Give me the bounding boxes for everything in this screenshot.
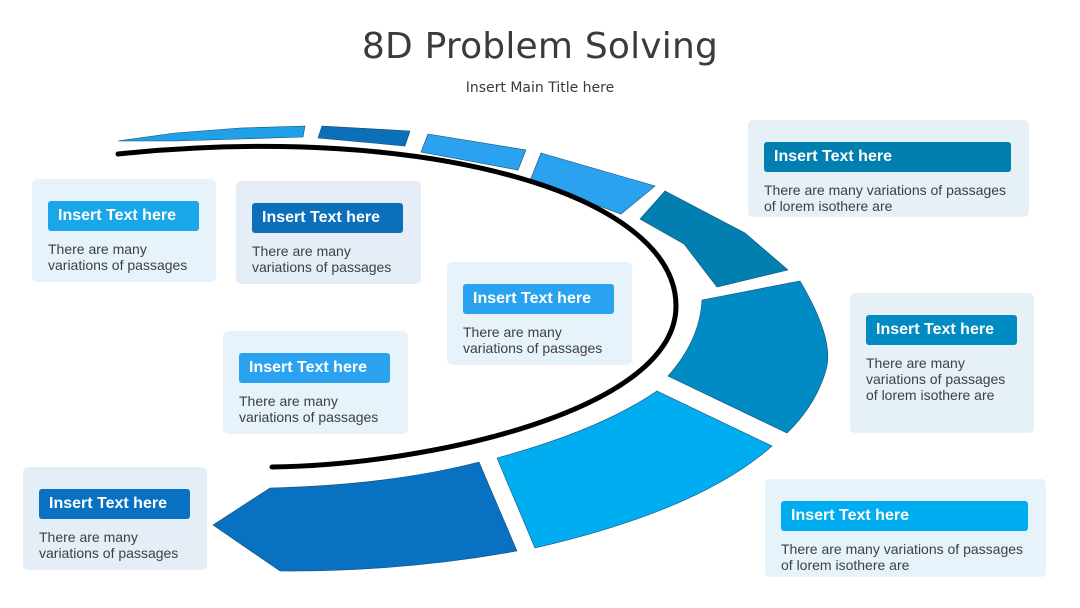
step-card-text: There are many variations of passages — [252, 243, 392, 275]
step-card-header: Insert Text here — [463, 284, 614, 314]
step-card-text: There are many variations of passages of… — [764, 182, 1007, 214]
page-subtitle: Insert Main Title here — [465, 80, 615, 96]
arc-segment-8 — [212, 461, 518, 572]
arc-segment-4 — [529, 152, 656, 215]
step-card-8: Insert Text here There are many variatio… — [23, 467, 207, 570]
step-card-header: Insert Text here — [252, 203, 403, 233]
arc-segment-3 — [420, 133, 527, 171]
step-card-header: Insert Text here — [764, 142, 1011, 172]
step-card-6: Insert Text here There are many variatio… — [850, 293, 1034, 433]
arc-segment-6 — [667, 280, 829, 434]
step-card-text: There are many variations of passages of… — [781, 541, 1024, 573]
step-card-1: Insert Text here There are many variatio… — [32, 179, 216, 282]
step-card-header: Insert Text here — [866, 315, 1017, 345]
step-card-header: Insert Text here — [39, 489, 190, 519]
step-card-header: Insert Text here — [239, 353, 390, 383]
arc-segment-5 — [639, 190, 789, 288]
arc-segment-2 — [317, 125, 411, 147]
arc-segment-7 — [496, 390, 773, 549]
step-card-text: There are many variations of passages — [39, 529, 179, 561]
step-card-text: There are many variations of passages of… — [866, 355, 1006, 403]
step-card-header: Insert Text here — [48, 201, 199, 231]
step-card-3: Insert Text here There are many variatio… — [223, 331, 408, 434]
step-card-text: There are many variations of passages — [463, 324, 603, 356]
step-card-header: Insert Text here — [781, 501, 1028, 531]
step-card-5: Insert Text here There are many variatio… — [748, 120, 1029, 217]
step-card-text: There are many variations of passages — [239, 393, 379, 425]
arc-guide-line — [115, 143, 679, 470]
step-card-2: Insert Text here There are many variatio… — [236, 181, 421, 284]
arc-segment-1 — [117, 125, 306, 142]
step-card-text: There are many variations of passages — [48, 241, 188, 273]
page-title: 8D Problem Solving — [361, 26, 719, 67]
step-card-4: Insert Text here There are many variatio… — [447, 262, 632, 365]
step-card-7: Insert Text here There are many variatio… — [765, 479, 1046, 577]
